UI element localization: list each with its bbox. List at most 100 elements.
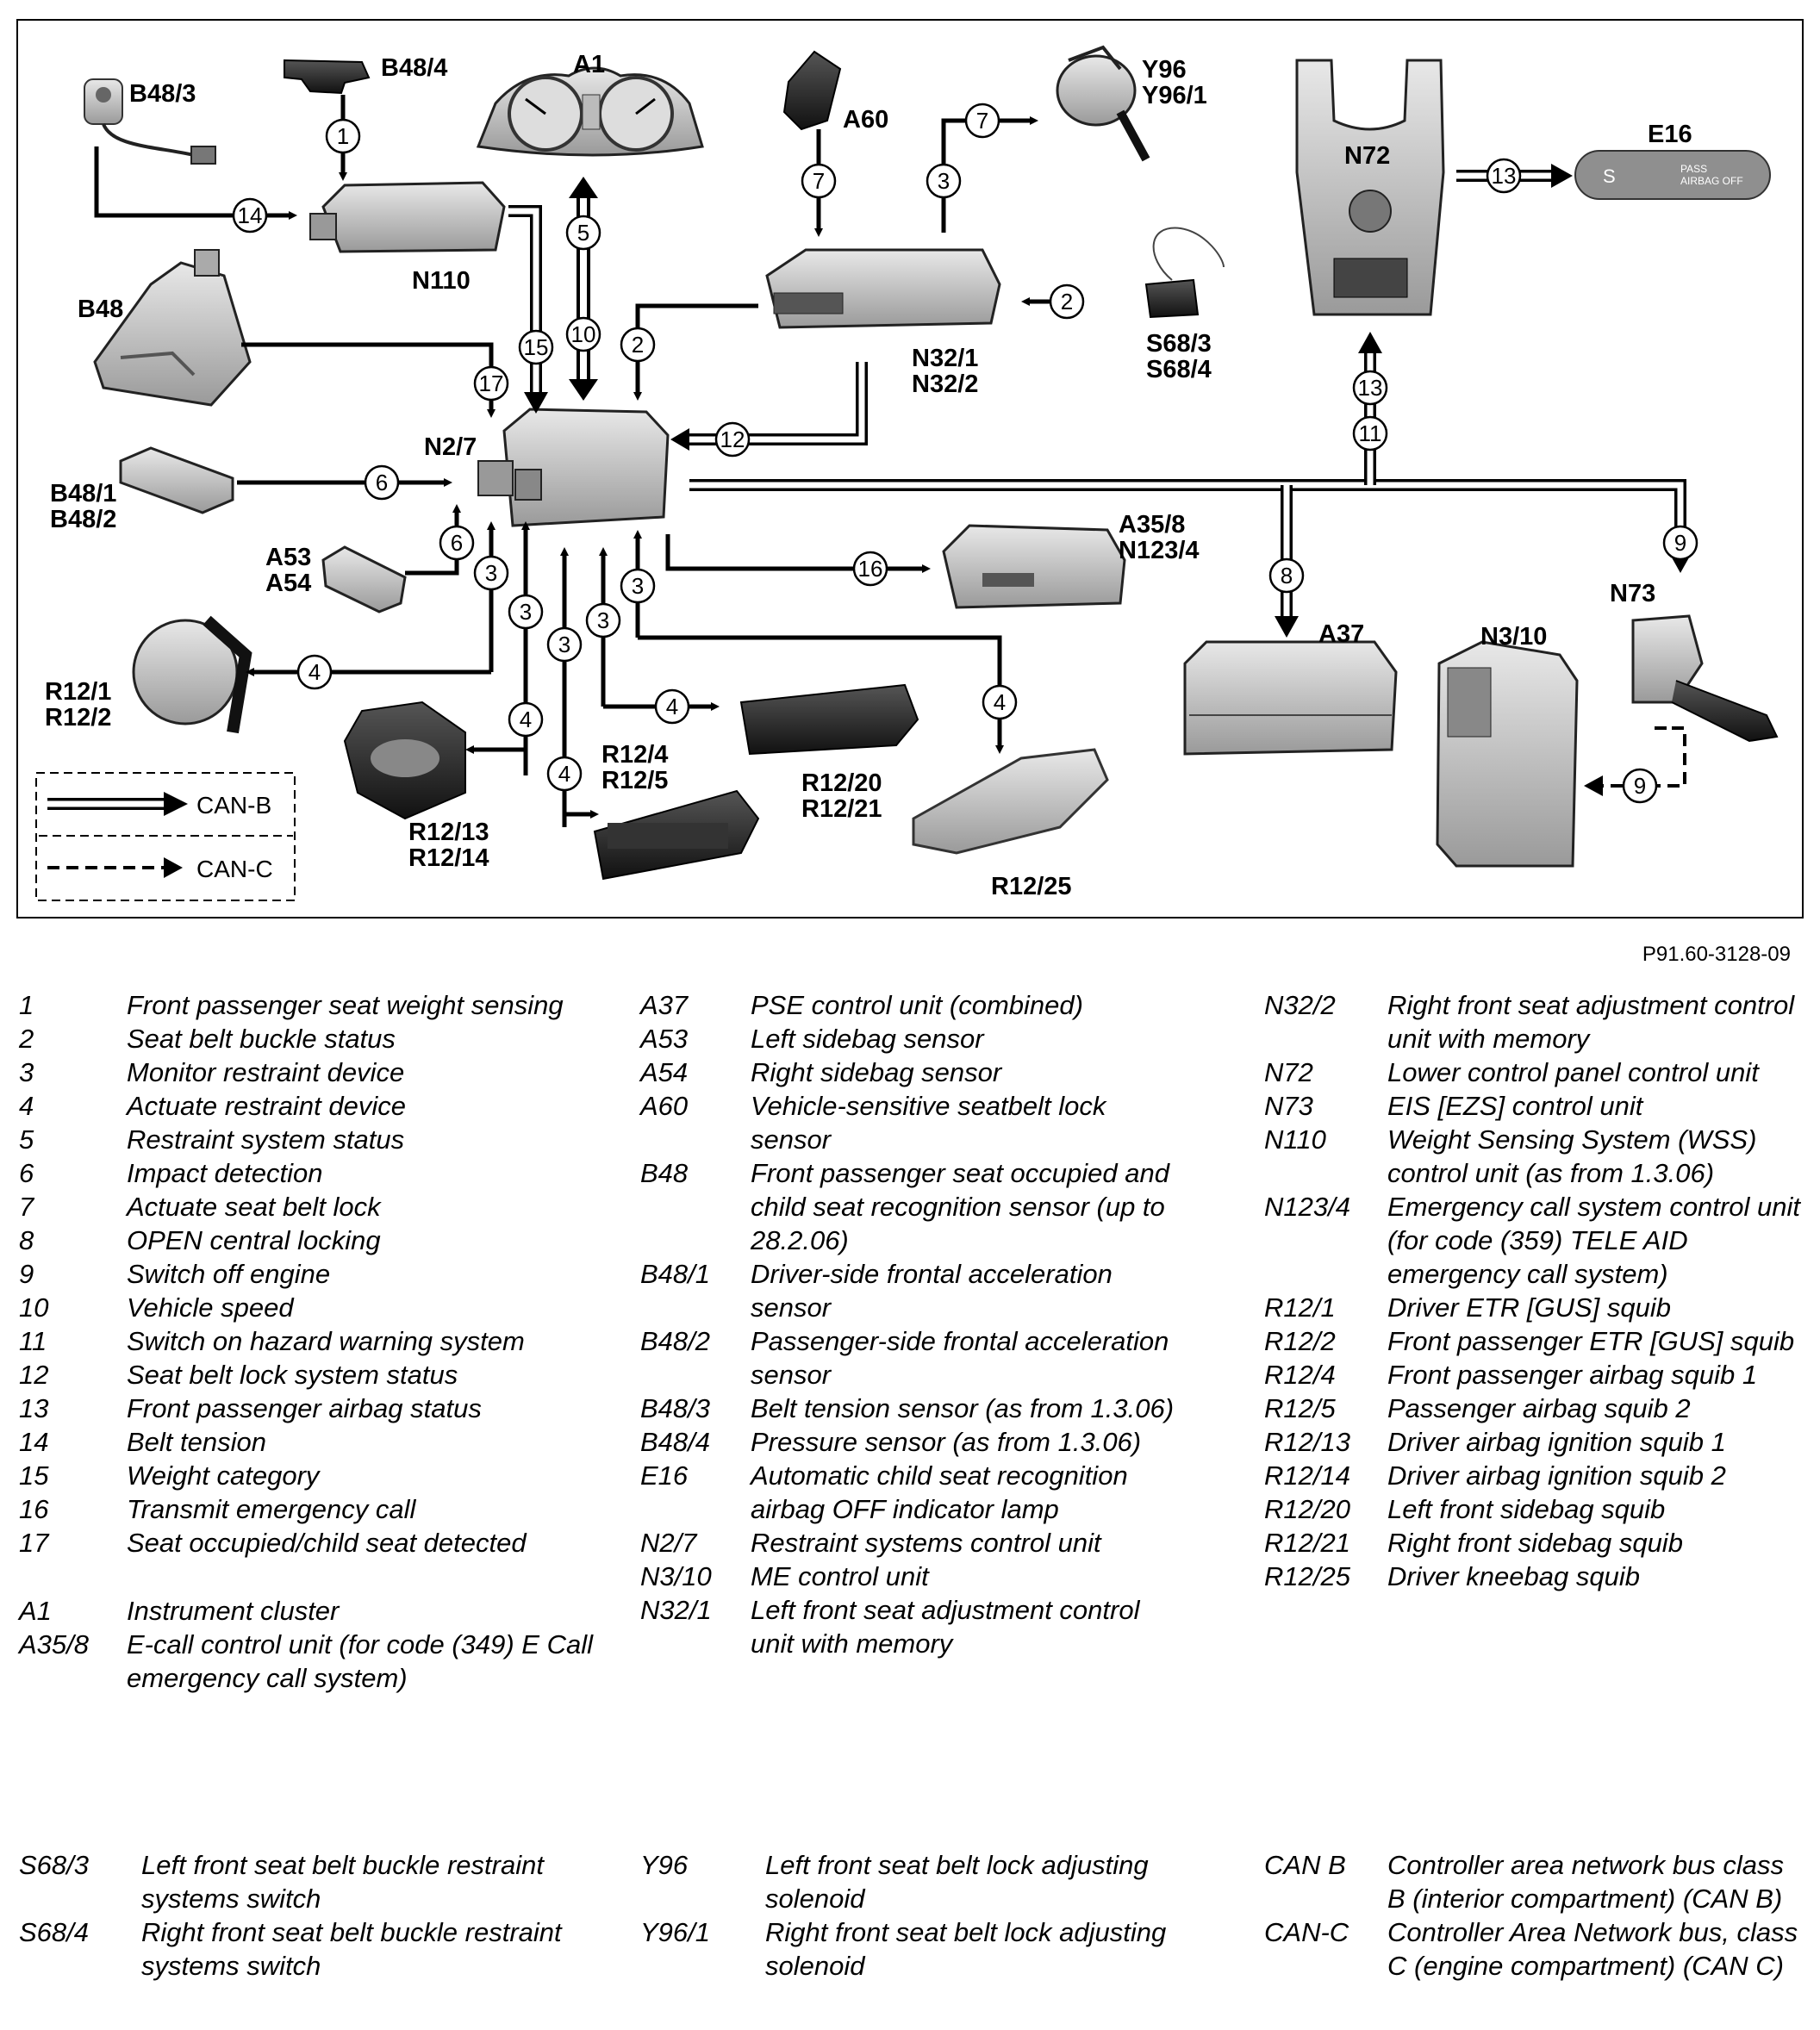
legend-description: PSE control unit (combined) (751, 990, 1083, 1020)
legend-code: R12/14 (1264, 1460, 1350, 1491)
legend-code: A53 (640, 1024, 689, 1054)
legend-item: 2 Seat belt buckle status (19, 1022, 605, 1055)
signal-badge-4: 4 (546, 756, 583, 792)
svg-text:4: 4 (309, 659, 321, 685)
can-c-lines (47, 726, 1686, 869)
legend-code: S68/4 (19, 1917, 90, 1947)
legend-code: 9 (19, 1259, 34, 1289)
legend-code: S68/3 (19, 1850, 90, 1880)
signal-badge-10: 10 (565, 316, 601, 352)
svg-text:S: S (1603, 165, 1616, 187)
a37-pse-control-unit-image (1183, 640, 1398, 756)
legend-code: 3 (19, 1057, 34, 1087)
legend-code: N123/4 (1264, 1192, 1350, 1222)
legend-description: Instrument cluster (127, 1596, 340, 1626)
label-b48-4: B48/4 (381, 54, 447, 82)
svg-text:10: 10 (571, 321, 596, 347)
legend-code: N32/2 (1264, 990, 1336, 1020)
legend-code: 2 (19, 1024, 34, 1054)
signal-badge-17: 17 (473, 365, 509, 402)
legend-description: Driver airbag ignition squib 2 (1387, 1460, 1726, 1491)
r12-20-sidebag-image (739, 683, 919, 756)
svg-text:6: 6 (376, 470, 388, 495)
signal-badge-9: 9 (1662, 525, 1698, 561)
svg-text:7: 7 (976, 108, 988, 134)
legend-code: B48/4 (640, 1427, 711, 1457)
n3-10-me-control-unit-image (1436, 640, 1579, 868)
legend-description: Impact detection (127, 1158, 323, 1188)
legend-code: B48/3 (640, 1393, 711, 1423)
legend-description: Actuate restraint device (127, 1091, 406, 1121)
label-n73: N73 (1610, 580, 1655, 607)
legend-code: N2/7 (640, 1528, 697, 1558)
legend-description: Belt tension sensor (as from 1.3.06) (751, 1393, 1175, 1423)
svg-text:11: 11 (1359, 420, 1382, 446)
svg-text:14: 14 (238, 202, 263, 228)
legend-description: E-call control unit (for code (349) E Ca… (127, 1629, 594, 1693)
figure-reference: P91.60-3128-09 (1642, 943, 1791, 966)
e16-airbag-off-lamp-image: S PASS AIRBAG OFF (1574, 150, 1771, 200)
legend-code: R12/2 (1264, 1326, 1336, 1356)
legend-code: 8 (19, 1225, 34, 1255)
legend-code: A37 (640, 990, 689, 1020)
legend-description: Right front seat adjustment control unit… (1387, 990, 1795, 1054)
signal-badge-6: 6 (439, 525, 475, 561)
label-n2-7: N2/7 (424, 433, 477, 461)
legend-item: N32/2 Right front seat adjustment control… (1264, 988, 1807, 1055)
legend-description: Front passenger airbag status (127, 1393, 482, 1423)
svg-text:9: 9 (1674, 530, 1686, 556)
svg-text:4: 4 (994, 689, 1006, 715)
label-a60: A60 (843, 106, 888, 134)
legend-code: 15 (19, 1460, 49, 1491)
svg-text:2: 2 (632, 332, 644, 358)
label-a37: A37 (1318, 620, 1364, 648)
legend-description: EIS [EZS] control unit (1387, 1091, 1643, 1121)
legend-description: Seat belt buckle status (127, 1024, 396, 1054)
legend-code: 6 (19, 1158, 34, 1188)
signal-badge-2: 2 (1049, 283, 1085, 320)
legend-code: CAN B (1264, 1850, 1346, 1880)
legend-description: Seat belt lock system status (127, 1360, 458, 1390)
legend-item: A37 PSE control unit (combined) (640, 988, 1175, 1022)
legend-description: Transmit emergency call (127, 1494, 416, 1524)
n2-7-restraint-control-unit-image (477, 408, 670, 527)
label-b48: B48 (78, 296, 123, 323)
svg-text:9: 9 (1634, 773, 1646, 799)
svg-text:PASS: PASS (1680, 163, 1707, 175)
legend-item: R12/14 Driver airbag ignition squib 2 (1264, 1459, 1807, 1492)
signal-badge-12: 12 (714, 421, 751, 458)
legend-code: 11 (19, 1326, 47, 1356)
legend-code: N73 (1264, 1091, 1313, 1121)
svg-text:3: 3 (485, 560, 497, 586)
svg-text:4: 4 (558, 761, 570, 787)
signal-badge-4: 4 (508, 701, 544, 738)
signal-badge-15: 15 (518, 329, 554, 365)
svg-text:1: 1 (337, 123, 349, 149)
label-r12-25: R12/25 (991, 873, 1072, 900)
signal-badge-8: 8 (1268, 557, 1305, 594)
svg-text:5: 5 (577, 220, 589, 246)
restraint-system-diagram: S PASS AIRBAG OFF (16, 19, 1804, 918)
legend-description: Front passenger seat occupied and child … (751, 1158, 1169, 1255)
svg-text:3: 3 (938, 168, 950, 194)
r12-1-etr-squib-image (132, 615, 252, 734)
legend-code: N3/10 (640, 1561, 712, 1591)
signal-badge-14: 14 (232, 197, 268, 234)
legend-description: Left front seat adjustment control unit … (751, 1595, 1140, 1659)
